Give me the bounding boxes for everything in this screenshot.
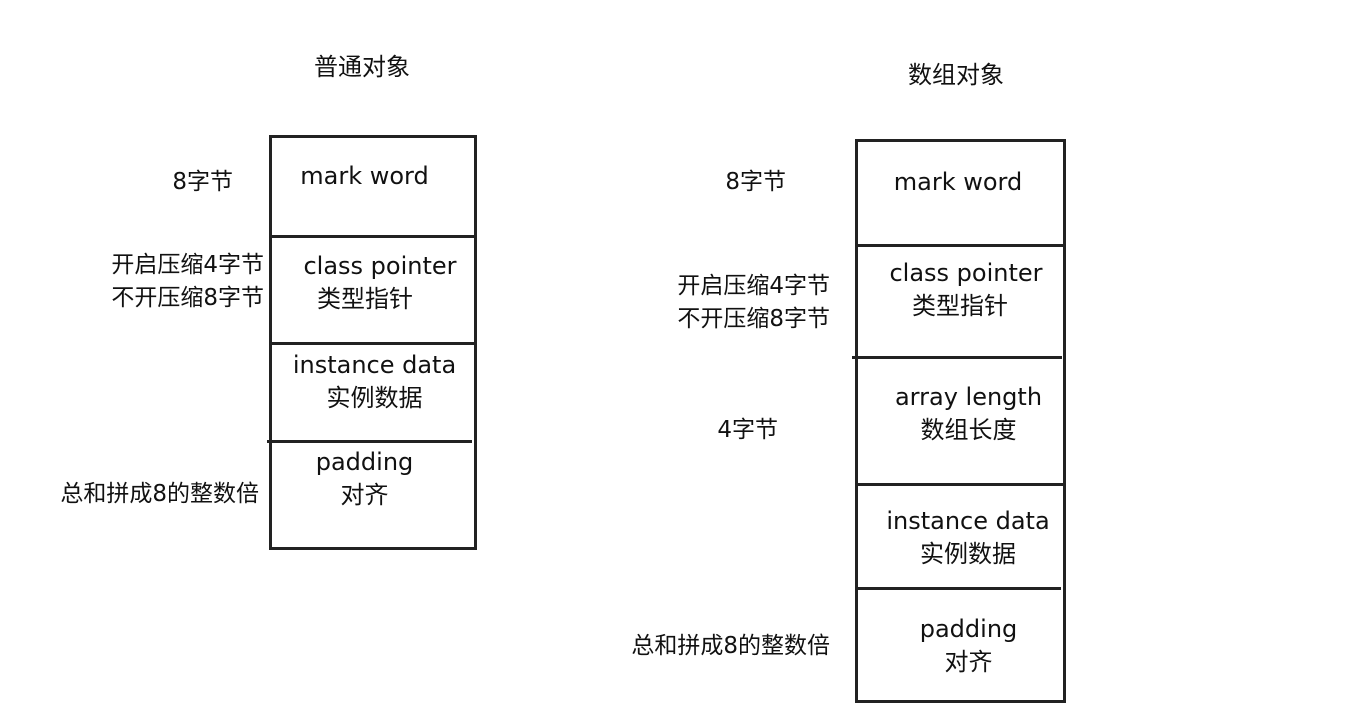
array-mark-word-cell: mark word — [858, 166, 1058, 199]
ordinary-instance-data-cell: instance data 实例数据 — [272, 349, 477, 415]
ordinary-mark-word-cell: mark word — [272, 160, 457, 193]
array-divider-1 — [856, 244, 1063, 247]
array-array-length-cn-label: 数组长度 — [920, 416, 1017, 444]
array-object-box — [855, 139, 1066, 703]
ordinary-class-pointer-size: 开启压缩4字节 不开压缩8字节 — [111, 249, 264, 315]
ordinary-padding-label: padding — [315, 448, 414, 476]
ordinary-class-pointer-cell: class pointer 类型指针 — [280, 250, 480, 316]
array-instance-data-label: instance data — [886, 507, 1050, 535]
ordinary-mark-word-size: 8字节 — [172, 166, 233, 199]
array-mark-word-size-text: 8字节 — [725, 169, 786, 195]
ordinary-class-pointer-size-line1: 开启压缩4字节 — [111, 252, 264, 278]
ordinary-class-pointer-size-line2: 不开压缩8字节 — [111, 285, 264, 311]
array-divider-2 — [852, 356, 1062, 359]
ordinary-mark-word-label: mark word — [300, 162, 429, 190]
ordinary-class-pointer-cn-label: 类型指针 — [317, 285, 413, 313]
array-array-length-label: array length — [894, 383, 1043, 411]
array-object-title: 数组对象 — [908, 61, 1004, 89]
ordinary-instance-data-label: instance data — [292, 351, 457, 379]
array-class-pointer-cell: class pointer 类型指针 — [866, 257, 1066, 323]
array-class-pointer-size-line1: 开启压缩4字节 — [677, 273, 830, 299]
array-array-length-cell: array length 数组长度 — [866, 381, 1071, 447]
array-padding-cell: padding 对齐 — [866, 613, 1071, 679]
array-instance-data-cn-label: 实例数据 — [920, 540, 1016, 568]
array-array-length-size: 4字节 — [717, 414, 778, 447]
ordinary-padding-cn-label: 对齐 — [340, 481, 389, 509]
ordinary-mark-word-size-text: 8字节 — [172, 169, 233, 195]
ordinary-object-title: 普通对象 — [314, 53, 410, 81]
ordinary-divider-1 — [270, 235, 475, 238]
array-class-pointer-size: 开启压缩4字节 不开压缩8字节 — [677, 270, 830, 336]
ordinary-instance-data-cn-label: 实例数据 — [326, 384, 423, 412]
ordinary-padding-cell: padding 对齐 — [272, 446, 457, 512]
array-padding-size: 总和拼成8的整数倍 — [631, 630, 830, 663]
array-padding-cn-label: 对齐 — [944, 648, 993, 676]
array-class-pointer-cn-label: 类型指针 — [912, 292, 1008, 320]
ordinary-padding-size-text: 总和拼成8的整数倍 — [60, 481, 259, 507]
array-class-pointer-size-line2: 不开压缩8字节 — [677, 306, 830, 332]
ordinary-divider-3 — [267, 440, 472, 443]
array-mark-word-label: mark word — [893, 168, 1023, 196]
array-class-pointer-label: class pointer — [889, 259, 1043, 287]
array-array-length-size-text: 4字节 — [717, 417, 778, 443]
ordinary-divider-2 — [270, 342, 475, 345]
array-divider-3 — [856, 483, 1063, 486]
ordinary-padding-size: 总和拼成8的整数倍 — [60, 478, 259, 511]
ordinary-class-pointer-label: class pointer — [303, 252, 457, 280]
array-instance-data-cell: instance data 实例数据 — [858, 505, 1078, 571]
array-mark-word-size: 8字节 — [725, 166, 786, 199]
array-padding-size-text: 总和拼成8的整数倍 — [631, 633, 830, 659]
array-padding-label: padding — [919, 615, 1018, 643]
array-divider-4 — [856, 587, 1061, 590]
